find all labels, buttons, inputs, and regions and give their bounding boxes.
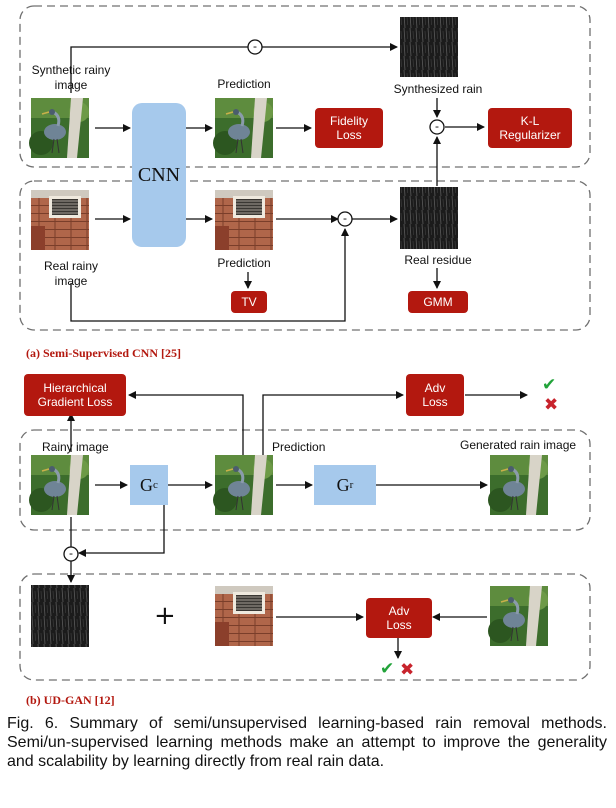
generated-rain-image-label: Generated rain image	[460, 438, 577, 452]
fidelity-loss-box: Fidelity Loss	[315, 108, 383, 148]
adv-loss-bottom-box: Adv Loss	[366, 598, 432, 638]
cross-icon-top: ✖	[544, 395, 559, 415]
panel-a-bottom-frame	[19, 180, 591, 331]
prediction-top-label: Prediction	[217, 77, 271, 91]
cnn-block: CNN	[132, 103, 186, 247]
prediction-label-b: Prediction	[272, 440, 326, 454]
real-heron-image-b	[486, 584, 550, 648]
minus-sign-b1: -	[69, 546, 73, 560]
real-residue-label: Real residue	[404, 253, 472, 267]
gr-subscript: r	[349, 479, 354, 491]
plus-sign: +	[154, 601, 176, 631]
minus-node-a3	[429, 119, 445, 135]
minus-node-a1	[247, 39, 263, 55]
arrow-real-to-minus	[70, 228, 349, 322]
adv-loss-top-box: Adv Loss	[406, 374, 464, 416]
hierarchical-gradient-loss-box: Hierarchical Gradient Loss	[24, 374, 126, 416]
real-rainy-building-image	[30, 189, 90, 251]
real-rainy-label: Real rainy image	[43, 259, 99, 288]
arrow-prediction-to-hierarchical	[128, 391, 244, 455]
background-building-image-b	[214, 585, 274, 647]
cross-icon-bottom: ✖	[400, 660, 415, 680]
kl-regularizer-box: K-L Regularizer	[488, 108, 572, 148]
cnn-label: CNN	[137, 163, 181, 186]
synthetic-rainy-label: Synthetic rainy image	[31, 63, 111, 92]
real-residue-image	[400, 187, 458, 249]
arrow-gc-to-minus-b	[78, 505, 165, 557]
gmm-box: GMM	[408, 291, 468, 313]
check-icon-top: ✔	[542, 375, 557, 395]
prediction-building-image	[214, 189, 274, 251]
gc-subscript: c	[153, 479, 158, 491]
panel-b-bottom-frame	[19, 573, 591, 681]
minus-sign-a3: -	[435, 119, 439, 133]
rainy-heron-image-b	[27, 453, 91, 517]
prediction-heron-image-b	[211, 453, 275, 517]
gr-label: G	[336, 474, 350, 495]
prediction-heron-image	[211, 96, 275, 160]
minus-sign-a1: -	[253, 39, 257, 53]
tv-box: TV	[231, 291, 267, 313]
prediction-bottom-label: Prediction	[217, 256, 271, 270]
generated-rain-heron-image	[486, 453, 550, 517]
rainy-image-label: Rainy image	[42, 440, 109, 454]
rain-residue-image-b	[31, 585, 89, 647]
arrow-synth-to-minus	[70, 46, 248, 93]
synthesized-rain-image	[400, 17, 458, 77]
check-icon-bottom: ✔	[380, 659, 395, 679]
synthetic-rainy-heron-image	[27, 96, 91, 160]
minus-node-b1	[63, 546, 79, 562]
arrow-prediction-to-adv-top	[262, 391, 404, 455]
synthesized-rain-label: Synthesized rain	[393, 82, 483, 96]
panel-a-title: (a) Semi-Supervised CNN [25]	[26, 346, 181, 360]
panel-b-title: (b) UD-GAN [12]	[26, 693, 115, 707]
minus-node-a2	[337, 211, 353, 227]
gc-label: G	[140, 474, 154, 495]
minus-sign-a2: -	[343, 211, 347, 225]
figure-caption: Fig. 6. Summary of semi/unsupervised lea…	[7, 715, 607, 770]
panel-b-top-frame	[19, 429, 591, 531]
panel-a-top-frame	[19, 5, 591, 168]
